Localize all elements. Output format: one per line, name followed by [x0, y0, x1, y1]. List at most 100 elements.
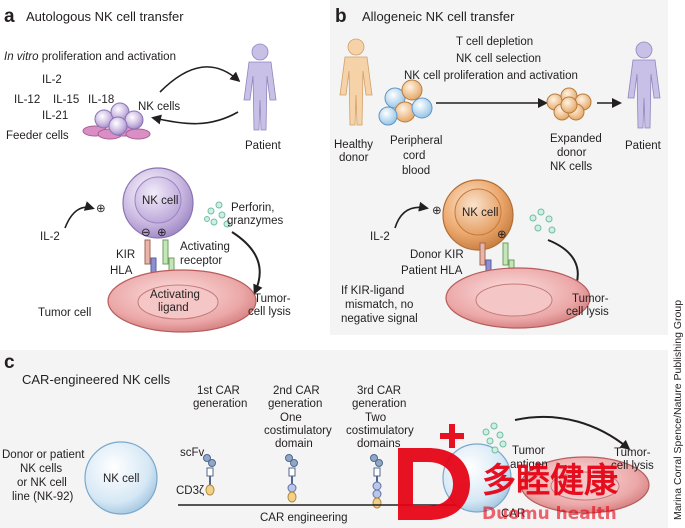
expanded-nk-cells — [546, 87, 592, 121]
patient-label-a: Patient — [245, 140, 282, 152]
panel-a-letter: a — [4, 6, 15, 27]
scfv-label: scFv — [180, 447, 205, 459]
blood-label: blood — [402, 165, 430, 177]
healthy-donor-figure — [339, 38, 373, 126]
healthy-donor-label-1: Healthy — [334, 139, 373, 151]
lysis-arrow-a — [231, 231, 263, 295]
cytokine-il18: IL-18 — [88, 94, 114, 106]
patient-hla-label: Patient HLA — [401, 265, 463, 277]
nk-cell-b-label: NK cell — [462, 207, 498, 219]
tumor-cell-c-nucleus — [550, 471, 620, 501]
healthy-donor-label-2: donor — [339, 152, 369, 164]
tumor-antigen-label-2: antigen — [510, 459, 548, 471]
expanded-label-3: NK cells — [550, 161, 592, 173]
donor-kir-label: Donor KIR — [410, 249, 464, 261]
gen3-label-2: generation — [352, 398, 406, 410]
gen1-label-2: generation — [193, 398, 247, 410]
feeder-cells-label: Feeder cells — [6, 130, 69, 142]
gen1-label-1: 1st CAR — [197, 385, 240, 397]
gen2-label-2: generation — [268, 398, 322, 410]
il2-arrow-a — [64, 201, 95, 229]
receptors-a — [144, 239, 175, 279]
nk-cell-a-nucleus — [134, 176, 182, 224]
mismatch-label-2: mismatch, no — [345, 299, 413, 311]
tumor-lysis-a-1: Tumor- — [254, 293, 291, 305]
watermark-brand-en: Duomu health — [482, 504, 617, 524]
activating-ligand-label-2: ligand — [158, 302, 189, 314]
tumor-cell-label-a: Tumor cell — [38, 307, 91, 319]
granules-b — [529, 208, 556, 234]
patient-figure-b — [627, 41, 661, 129]
tumor-lysis-c-1: Tumor- — [614, 447, 651, 459]
lysis-arrow-c — [514, 415, 631, 450]
expanded-label-1: Expanded — [550, 133, 602, 145]
panel-c-title: CAR-engineered NK cells — [22, 372, 171, 387]
granules-c — [482, 422, 507, 454]
plus-sign-b: ⊕ — [432, 205, 442, 217]
granzymes-label: granzymes — [227, 215, 283, 227]
patient-label-b: Patient — [625, 140, 662, 152]
peripheral-blood-cells — [378, 79, 433, 126]
cord-label: cord — [403, 150, 425, 162]
activating-ligand-label-1: Activating — [150, 289, 200, 301]
step-t-cell-depletion: T cell depletion — [456, 36, 533, 48]
mismatch-label-3: negative signal — [341, 313, 418, 325]
plus-receptor-a: ⊕ — [157, 227, 167, 239]
tumor-cell-b-nucleus — [475, 283, 553, 317]
mismatch-label-1: If KIR-ligand — [341, 285, 404, 297]
gen3-label-5: domains — [357, 438, 401, 450]
il2-arrow-b — [394, 201, 429, 229]
hla-label: HLA — [110, 265, 133, 277]
panel-c-letter: c — [4, 352, 15, 373]
panel-a-title: Autologous NK cell transfer — [26, 9, 184, 24]
tumor-cell-a-nucleus — [137, 284, 219, 320]
cytokine-il15: IL-15 — [53, 94, 79, 106]
il2-label-b: IL-2 — [370, 231, 390, 243]
activating-receptor-label-1: Activating — [180, 241, 230, 253]
cytokine-il21: IL-21 — [42, 110, 68, 122]
gen3-label-4: costimulatory — [346, 425, 414, 437]
kir-label: KIR — [116, 249, 135, 261]
gen2-label-5: domain — [275, 438, 313, 450]
car-label: CAR — [501, 508, 525, 520]
nk-cell-c — [84, 441, 158, 515]
step-nk-selection: NK cell selection — [456, 53, 541, 65]
watermark-logo — [398, 424, 470, 520]
tumor-lysis-a-2: cell lysis — [248, 306, 291, 318]
nk-cell-c-label: NK cell — [103, 473, 139, 485]
panel-b-title: Allogeneic NK cell transfer — [362, 9, 515, 24]
nk-cell-b-nucleus — [454, 188, 502, 236]
cytokine-il2: IL-2 — [42, 74, 62, 86]
cd3z-label: CD3ζ — [176, 485, 204, 497]
donor-label-3: or NK cell — [17, 477, 67, 489]
tumor-lysis-b-1: Tumor- — [572, 293, 609, 305]
credit-label: Marina Corral Spence/Nature Publishing G… — [672, 300, 684, 520]
peripheral-label: Peripheral — [390, 135, 442, 147]
il2-label-a: IL-2 — [40, 231, 60, 243]
watermark-brand-cn: 多睦健康 — [482, 461, 618, 501]
gen3-label-1: 3rd CAR — [357, 385, 401, 397]
donor-label-1: Donor or patient — [2, 449, 85, 461]
donor-label-4: line (NK-92) — [12, 491, 74, 503]
invitro-label: In vitro proliferation and activation — [4, 51, 176, 63]
gen2-label-4: costimulatory — [264, 425, 332, 437]
donor-label-2: NK cells — [20, 463, 62, 475]
tumor-antigen-label-1: Tumor — [512, 445, 545, 457]
plus-receptor-b: ⊕ — [497, 229, 507, 241]
granules-a — [204, 201, 231, 228]
car-engineering-label: CAR engineering — [260, 512, 348, 524]
invitro-rest: proliferation and activation — [39, 51, 176, 63]
cytokine-il12: IL-12 — [14, 94, 40, 106]
arrow-to-patient — [159, 66, 241, 93]
nk-cells-label: NK cells — [138, 101, 180, 113]
nk-cell-a-label: NK cell — [142, 195, 178, 207]
step-proliferation: NK cell proliferation and activation — [404, 70, 578, 82]
nk-cell-cluster — [94, 102, 144, 136]
car-gen1-construct — [203, 454, 216, 496]
plus-sign-a: ⊕ — [96, 203, 106, 215]
car-gen2-construct — [285, 454, 298, 503]
gen3-label-3: Two — [365, 412, 386, 424]
patient-figure-a — [243, 43, 277, 131]
gen2-label-3: One — [280, 412, 302, 424]
